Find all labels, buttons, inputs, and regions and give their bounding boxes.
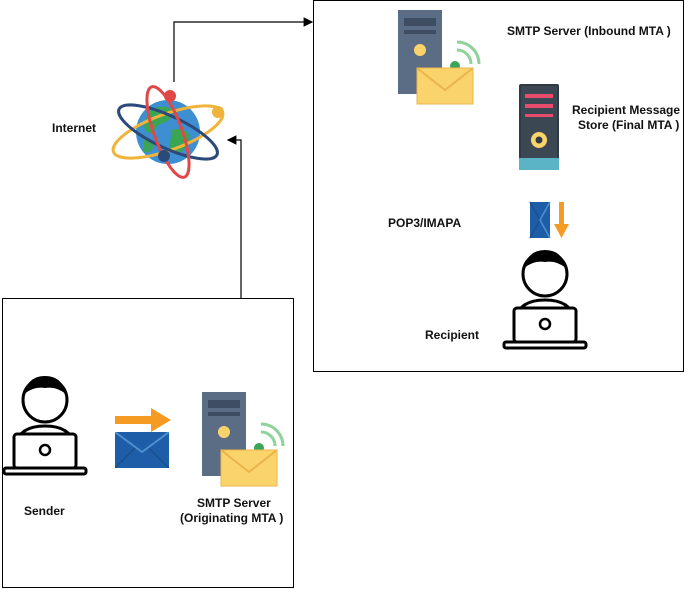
internet-label: Internet bbox=[52, 121, 97, 135]
pop3-label: POP3/IMAPA bbox=[388, 216, 462, 230]
inbound-smtp-label: SMTP Server (Inbound MTA ) bbox=[507, 24, 671, 38]
sender-user-laptop-icon bbox=[2, 376, 88, 476]
mail-download-icon bbox=[529, 201, 569, 239]
envelope-icon bbox=[115, 432, 169, 468]
inbound-server-mail-icon bbox=[398, 10, 481, 105]
originating-server-mail-icon bbox=[202, 392, 285, 487]
globe-to-inbound-connector bbox=[173, 17, 314, 82]
originating-smtp-label-line1: SMTP Server bbox=[197, 496, 271, 510]
recipient-side-box bbox=[313, 0, 684, 372]
recipient-user-laptop-icon bbox=[502, 250, 588, 350]
originating-smtp-label-line2: (Originating MTA ) bbox=[180, 511, 284, 525]
globe-icon bbox=[111, 85, 225, 179]
recipient-label: Recipient bbox=[425, 328, 480, 342]
tower-server-icon bbox=[519, 84, 559, 170]
sender-label: Sender bbox=[24, 504, 65, 518]
store-label-line1: Recipient Message bbox=[572, 103, 681, 117]
arrow-right-icon bbox=[115, 408, 171, 432]
originating-to-globe-connector bbox=[226, 135, 242, 298]
store-label-line2: Store (Final MTA ) bbox=[578, 118, 680, 132]
